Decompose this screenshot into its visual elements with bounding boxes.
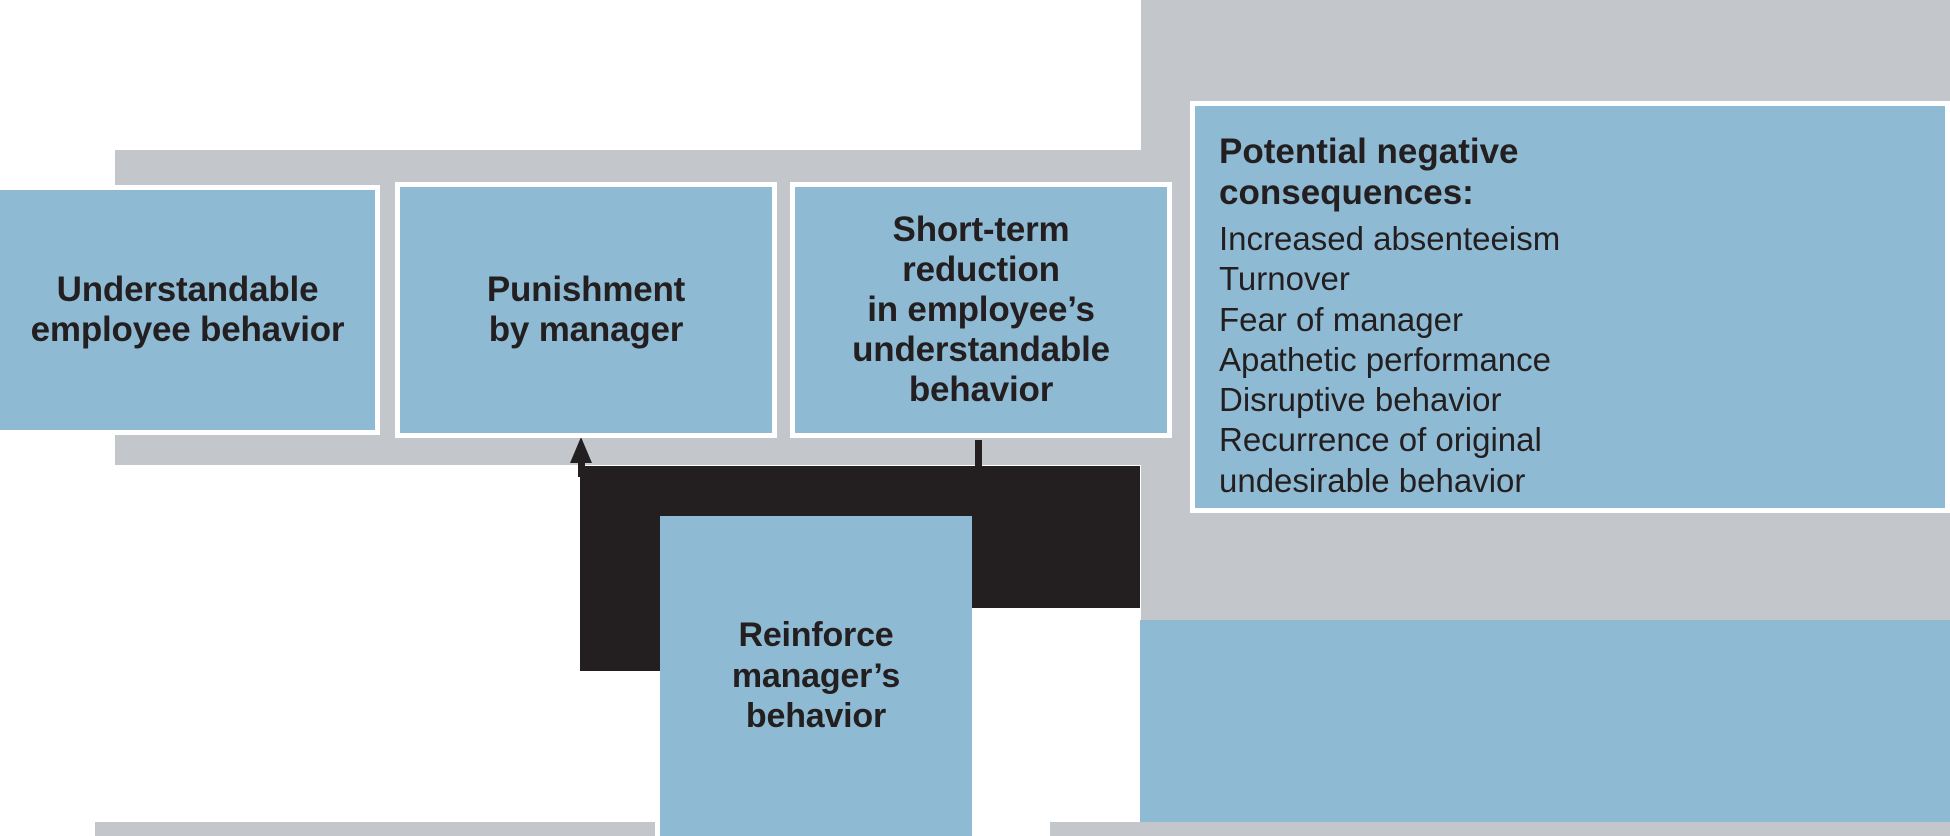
connector-left-riser [580, 466, 660, 671]
panel-potential-negative-consequences[interactable]: Potential negative consequences: Increas… [1190, 101, 1950, 513]
shadow-plate-bottom-strip [95, 822, 655, 836]
box-short-term-reduction-label: Short-term reduction in employee’s under… [852, 210, 1110, 409]
list-item: Fear of manager [1219, 300, 1463, 338]
shadow-plate-bottom-right-strip [1050, 822, 1280, 836]
box-punishment[interactable]: Punishment by manager [395, 182, 777, 438]
box-reinforce-manager-behavior[interactable]: Reinforce manager’s behavior [660, 516, 972, 836]
box-reinforce-manager-behavior-label: Reinforce manager’s behavior [731, 615, 901, 736]
list-item: Apathetic performance [1219, 340, 1552, 378]
list-item: Disruptive behavior [1219, 381, 1502, 419]
connector-stem-from-short-term [975, 440, 982, 474]
connector-stem-to-punishment [578, 455, 585, 477]
list-item: Turnover [1219, 260, 1350, 298]
list-item: Recurrence of original undesirable behav… [1219, 421, 1542, 499]
white-mask-top-left [0, 0, 1141, 150]
panel-title: Potential negative consequences: [1219, 132, 1519, 212]
box-understandable-behavior[interactable]: Understandable employee behavior [0, 185, 380, 435]
consequences-list: Increased absenteeism Turnover Fear of m… [1219, 219, 1923, 501]
white-mask-upper-right-gap [1141, 0, 1194, 92]
box-punishment-label: Punishment by manager [486, 270, 686, 349]
list-item: Increased absenteeism [1219, 220, 1561, 258]
bottom-blue-band [1140, 620, 1950, 822]
box-short-term-reduction[interactable]: Short-term reduction in employee’s under… [790, 182, 1172, 438]
arrow-up-to-punishment-icon [570, 437, 592, 463]
box-understandable-behavior-label: Understandable employee behavior [30, 270, 345, 349]
